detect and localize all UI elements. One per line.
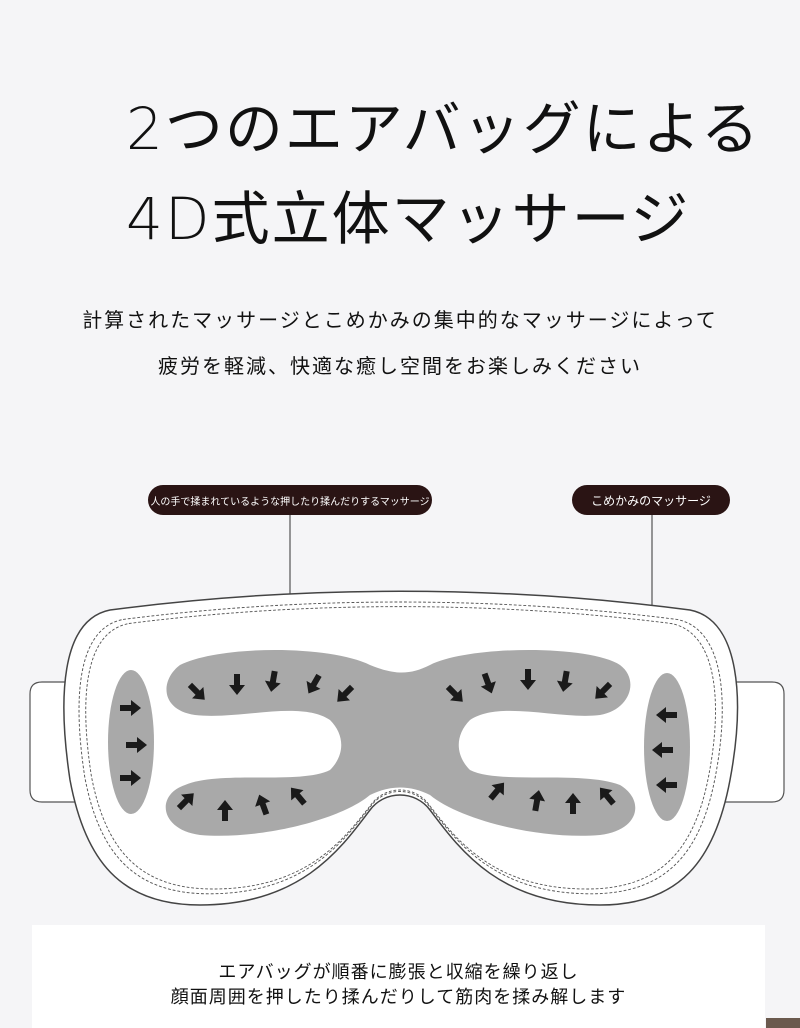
description-panel: エアバッグが順番に膨張と収縮を繰り返し 顔面周囲を押したり揉んだりして筋肉を揉み… <box>32 925 765 1028</box>
heading-line-1: 2つのエアバッグによる <box>126 95 761 163</box>
subtitle-line-2: 疲労を軽減、快適な癒し空間をお楽しみください <box>158 354 642 378</box>
label-temple-massage: こめかみのマッサージ <box>572 485 730 515</box>
description-line-1: エアバッグが順番に膨張と収縮を繰り返し <box>218 962 579 983</box>
label-airbag-massage: 人の手で揉まれているような押したり揉んだりするマッサージ <box>148 485 432 515</box>
right-strap <box>724 681 785 803</box>
subtitle-line-1: 計算されたマッサージとこめかみの集中的なマッサージによって <box>82 308 718 332</box>
heading-line-2: 4D式立体マッサージ <box>126 185 691 253</box>
next-section-edge <box>766 1018 800 1028</box>
mask-stitch-inner <box>85 606 716 890</box>
description-line-2: 顔面周囲を押したり揉んだりして筋肉を揉み解します <box>170 987 627 1008</box>
eye-airbag <box>165 650 636 836</box>
mask-stitch-outer <box>78 601 723 895</box>
